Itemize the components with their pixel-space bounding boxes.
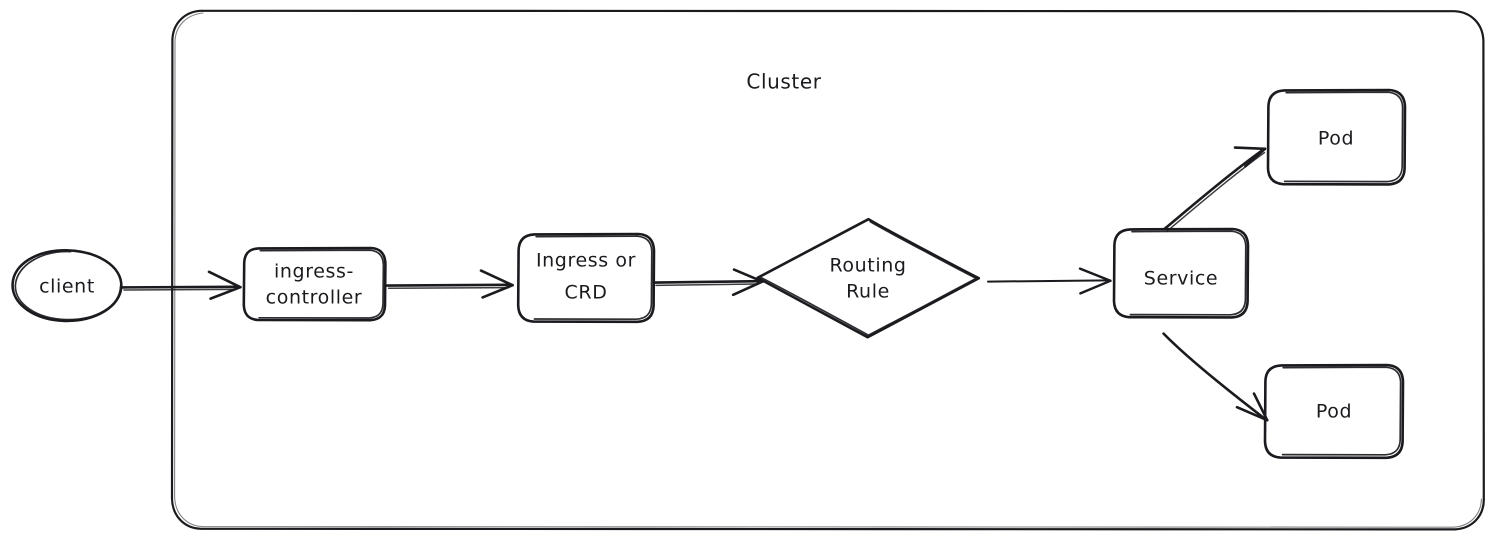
node-ingress-or-crd-label-line1: Ingress or <box>536 250 636 272</box>
node-ingress-or-crd[interactable]: Ingress or CRD <box>516 232 656 324</box>
edge-routing-rule-to-service <box>987 267 1112 295</box>
node-routing-rule-label-line1: Routing <box>829 255 906 277</box>
node-client[interactable]: client <box>11 248 123 323</box>
node-pod-bottom-label: Pod <box>1316 401 1352 423</box>
node-ingress-controller[interactable]: ingress- controller <box>242 246 387 322</box>
node-routing-rule[interactable]: Routing Rule <box>756 217 981 339</box>
node-service-label: Service <box>1144 268 1218 290</box>
node-ingress-or-crd-label-line2: CRD <box>565 282 608 304</box>
node-pod-top-label: Pod <box>1318 128 1354 150</box>
edge-crd-to-routing-rule <box>653 268 764 297</box>
node-pod-bottom[interactable]: Pod <box>1263 363 1405 460</box>
edge-service-to-pod-top <box>1163 146 1267 232</box>
node-ingress-controller-label-line2: controller <box>266 287 363 309</box>
node-client-label: client <box>39 276 95 298</box>
cluster-boundary <box>170 9 1485 531</box>
node-routing-rule-label-line2: Rule <box>846 281 890 303</box>
edge-ingress-controller-to-crd <box>385 269 514 299</box>
edge-service-to-pod-bottom <box>1162 332 1269 422</box>
node-ingress-controller-label-line1: ingress- <box>274 261 354 283</box>
node-pod-top[interactable]: Pod <box>1266 88 1407 186</box>
edge-client-to-ingress-controller <box>120 270 242 300</box>
cluster-title: Cluster <box>746 70 821 94</box>
node-service[interactable]: Service <box>1112 227 1250 319</box>
